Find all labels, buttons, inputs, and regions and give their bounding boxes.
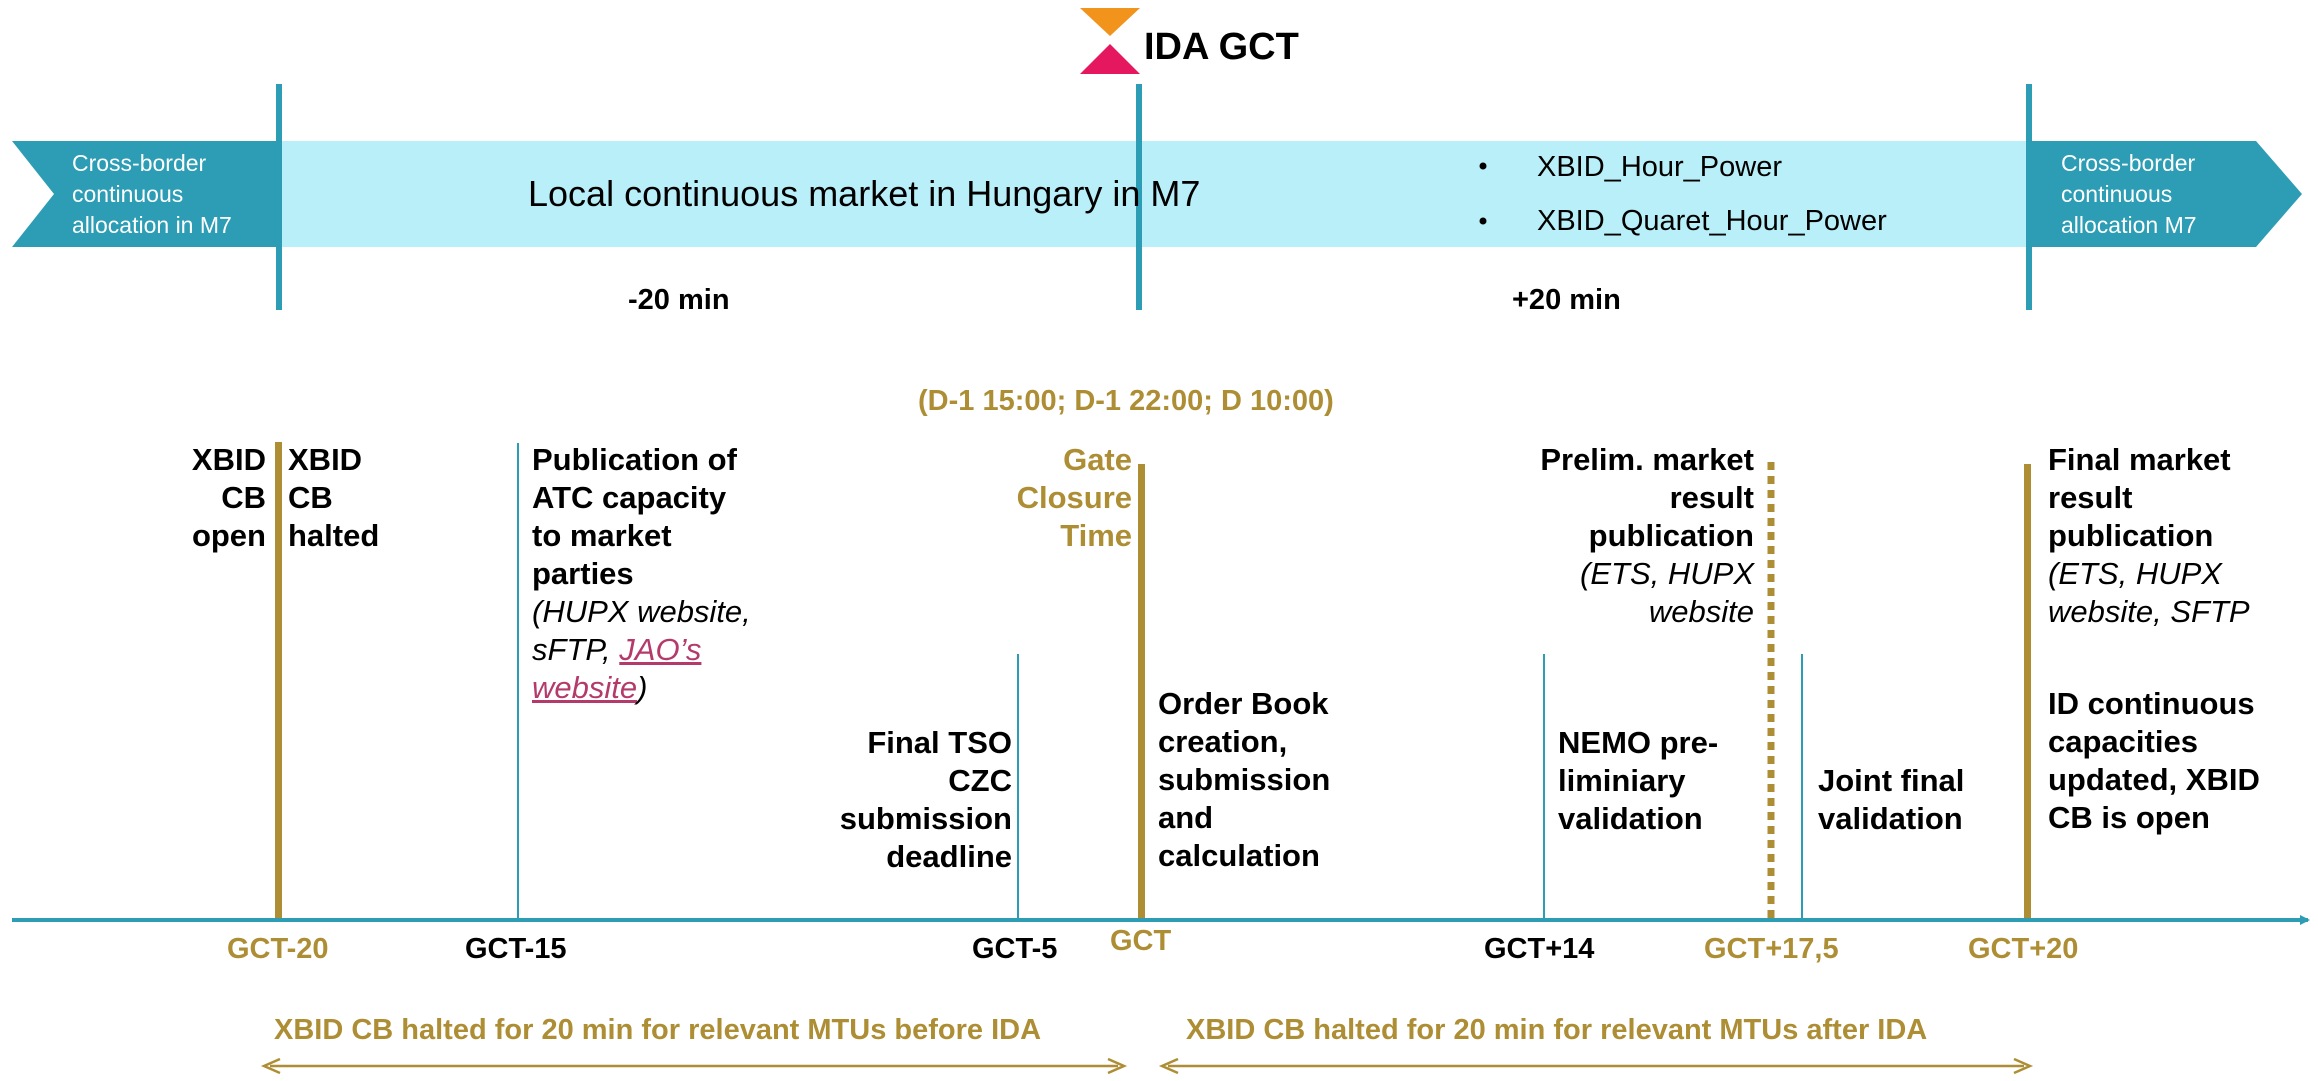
- band-bullet-1: XBID_Hour_Power: [1537, 151, 1782, 183]
- publication-title: Publication of ATC capacity to market pa…: [532, 442, 737, 591]
- event-line-gct-m20: [275, 442, 282, 920]
- ida-gct-title: IDA GCT: [1144, 26, 1299, 68]
- band-bullet-2: XBID_Quaret_Hour_Power: [1537, 205, 1887, 237]
- duration-after: +20 min: [1512, 284, 1621, 316]
- divider-left: [276, 84, 282, 310]
- tick-gct-m15: GCT-15: [465, 933, 567, 965]
- label-order-book: Order Book creation, submission and calc…: [1158, 686, 1331, 873]
- jao-website-link[interactable]: JAO’s website: [532, 632, 702, 705]
- bullet-dot: [1479, 162, 1487, 170]
- tick-gct: GCT: [1110, 925, 1172, 957]
- band-left-block: [12, 141, 278, 247]
- span-arrow-after: [1158, 1057, 2034, 1075]
- bullet-dot: [1479, 217, 1487, 225]
- publication-close: ): [637, 670, 648, 705]
- band-right-block: [2030, 141, 2302, 247]
- band-center-text: Local continuous market in Hungary in M7: [528, 173, 1201, 214]
- tick-gct-p14: GCT+14: [1484, 933, 1595, 965]
- label-joint: Joint final validation: [1818, 763, 1965, 836]
- label-publication: Publication of ATC capacity to market pa…: [532, 441, 762, 707]
- event-line-gct-p20: [2024, 464, 2031, 920]
- duration-before: -20 min: [628, 284, 730, 316]
- hourglass-icon: [1080, 8, 1140, 74]
- prelim-title: Prelim. market result publication: [1540, 442, 1754, 553]
- band-right-text: Cross-border continuous allocation M7: [2061, 150, 2197, 238]
- label-prelim: Prelim. market result publication (ETS, …: [1510, 441, 1754, 631]
- tick-gct-p175: GCT+17,5: [1704, 933, 1839, 965]
- tick-gct-p20: GCT+20: [1968, 933, 2079, 965]
- label-nemo: NEMO pre-liminiary validation: [1558, 725, 1719, 836]
- publication-sub: (HUPX website, sFTP,: [532, 594, 751, 667]
- label-gate-closure: Gate Closure Time: [1016, 442, 1132, 553]
- band-center: [278, 141, 2030, 247]
- final-title: Final market result publication: [2048, 442, 2231, 553]
- label-final-market: Final market result publication (ETS, HU…: [2048, 441, 2288, 631]
- band-left-text: Cross-border continuous allocation in M7: [72, 150, 232, 238]
- label-final-tso: Final TSO CZC submission deadline: [839, 725, 1012, 874]
- divider-right: [2026, 84, 2032, 310]
- label-xbid-open: XBID CB open: [191, 442, 266, 553]
- event-line-gct: [1138, 464, 1145, 920]
- gct-times: (D-1 15:00; D-1 22:00; D 10:00): [918, 385, 1334, 417]
- prelim-sub: (ETS, HUPX website: [1580, 556, 1754, 629]
- label-id-continuous: ID continuous capacities updated, XBID C…: [2048, 686, 2260, 835]
- tick-gct-m20: GCT-20: [227, 933, 329, 965]
- span-before-label: XBID CB halted for 20 min for relevant M…: [274, 1014, 1042, 1046]
- tick-gct-m5: GCT-5: [972, 933, 1058, 965]
- span-arrow-before: [260, 1057, 1128, 1075]
- span-after-label: XBID CB halted for 20 min for relevant M…: [1186, 1014, 1928, 1046]
- label-xbid-halted: XBID CB halted: [288, 442, 380, 553]
- final-sub: (ETS, HUPX website, SFTP: [2048, 556, 2250, 629]
- divider-gct: [1136, 84, 1142, 310]
